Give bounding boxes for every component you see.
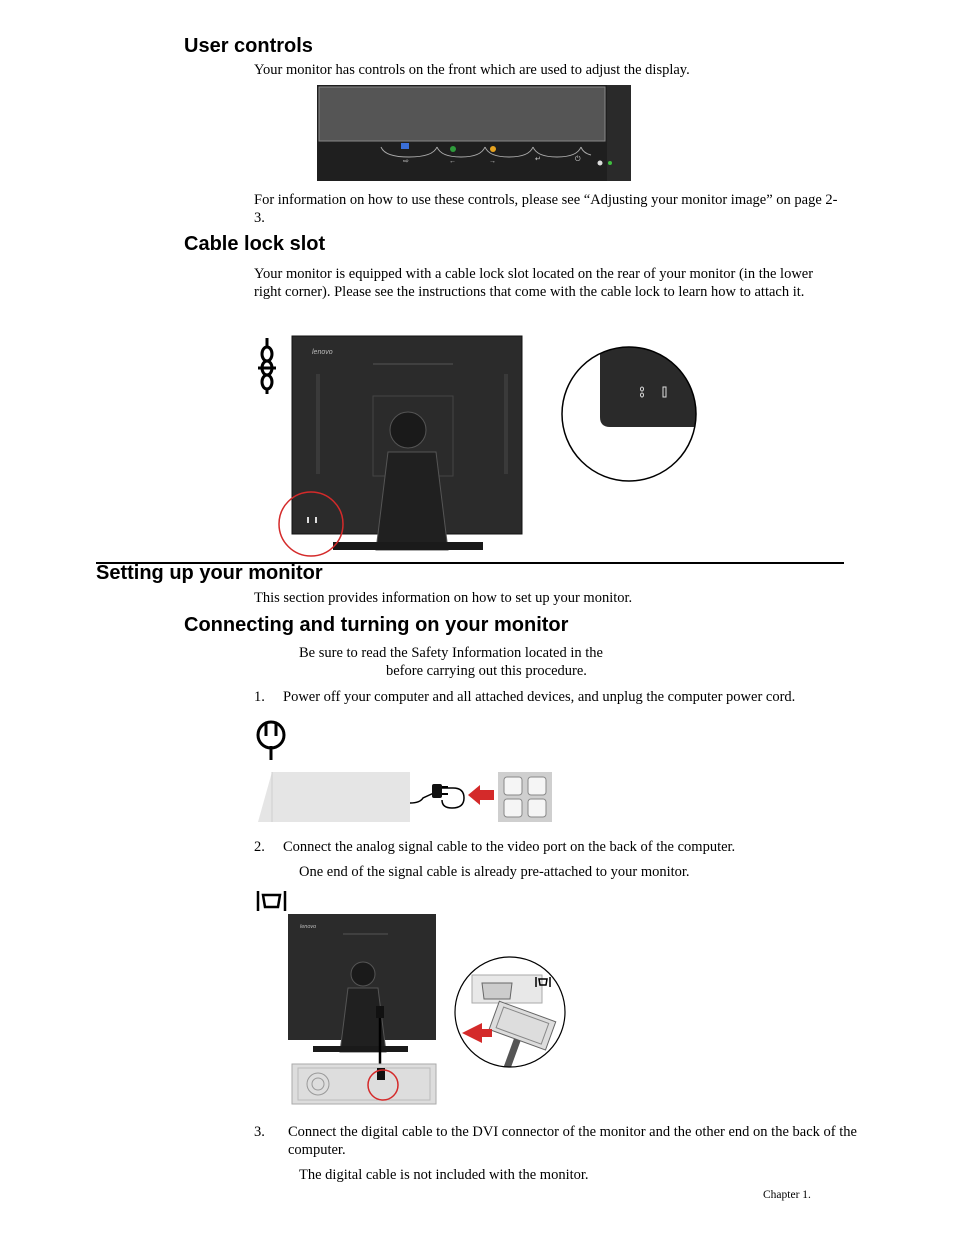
power-plug-icon [256, 720, 286, 760]
step1-text: Power off your computer and all attached… [283, 689, 796, 705]
vga-port-highlight-circle [367, 1069, 399, 1101]
vga-connector-zoom-figure [454, 956, 566, 1068]
heading-setting-up: Setting up your monitor [96, 562, 323, 584]
safety-note-line1: Be sure to read the Safety Information l… [299, 645, 603, 661]
svg-text:↵: ↵ [535, 156, 541, 163]
heading-connecting: Connecting and turning on your monitor [184, 614, 569, 636]
cable-lock-highlight-circle [278, 491, 344, 557]
svg-text:←: ← [449, 158, 456, 165]
cable-lock-zoom-figure [561, 346, 697, 482]
step3-subtext: The digital cable is not included with t… [299, 1167, 589, 1183]
cable-lock-icon [258, 338, 276, 394]
svg-text:⇨: ⇨ [403, 158, 409, 165]
section-divider [96, 562, 844, 564]
vga-port-icon [256, 891, 287, 911]
input-source-icon [401, 143, 409, 149]
heading-user-controls: User controls [184, 35, 313, 57]
monitor-front-controls-figure: ⇨ ← → ↵ ⏻ [317, 85, 631, 181]
plug-icon [432, 784, 442, 798]
safety-note-line2: before carrying out this procedure. [386, 663, 587, 679]
user-controls-info: For information on how to use these cont… [254, 192, 838, 226]
monitor-brand-logo-small: lenovo [300, 924, 316, 930]
heading-cable-lock-slot: Cable lock slot [184, 233, 326, 255]
monitor-signal-cable-figure: lenovo [288, 914, 437, 1105]
insert-arrow-icon [462, 1023, 492, 1043]
step2-subtext: One end of the signal cable is already p… [299, 864, 690, 880]
step3-text: Connect the digital cable to the DVI con… [288, 1124, 857, 1158]
cable-lock-body: Your monitor is equipped with a cable lo… [254, 266, 814, 300]
svg-text:→: → [489, 158, 496, 165]
monitor-brand-logo: lenovo [312, 349, 333, 356]
monitor-rear-figure: lenovo [278, 335, 523, 557]
step3-number: 3. [254, 1124, 265, 1140]
step2-text: Connect the analog signal cable to the v… [283, 839, 736, 855]
footer-chapter: Chapter 1. [763, 1189, 811, 1201]
contrast-icon [490, 146, 496, 152]
setup-intro: This section provides information on how… [254, 590, 633, 606]
red-arrow-icon [468, 785, 494, 805]
power-led-icon [608, 161, 612, 165]
step1-number: 1. [254, 689, 265, 705]
step2-number: 2. [254, 839, 265, 855]
brightness-icon [450, 146, 456, 152]
user-controls-intro: Your monitor has controls on the front w… [254, 62, 690, 78]
unplug-power-figure [258, 772, 552, 822]
svg-text:⏻: ⏻ [575, 155, 581, 163]
